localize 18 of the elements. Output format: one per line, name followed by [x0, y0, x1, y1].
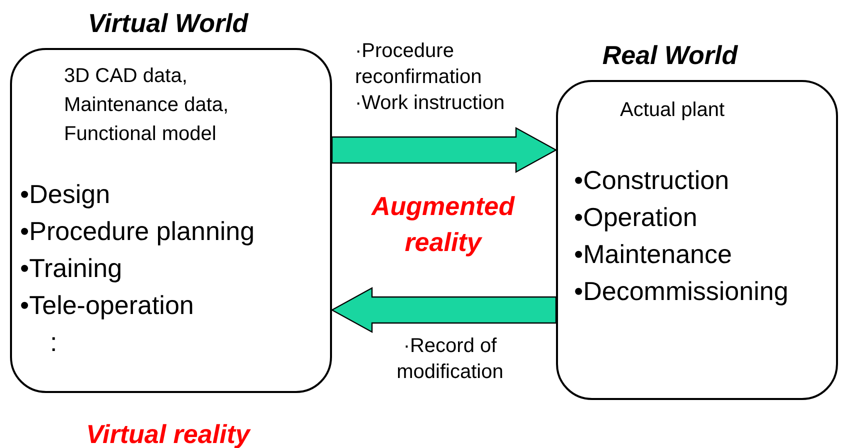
list-item: •Operation	[574, 201, 698, 234]
list-item: •Procedure planning	[20, 215, 255, 248]
list-item: •Design	[20, 178, 112, 211]
description: 3D CAD data, Maintenance data, Functional model	[64, 64, 230, 147]
list-item: •Construction	[574, 164, 730, 197]
rounded-box	[10, 48, 332, 393]
rounded-box	[556, 80, 838, 400]
list-item: •Maintenance	[574, 238, 733, 271]
list-item: •Decommissioning	[574, 275, 788, 308]
list-item: :	[49, 326, 58, 359]
list-item: •Tele-operation	[20, 289, 195, 322]
list-item: •Training	[20, 252, 124, 285]
description: Actual plant	[620, 98, 726, 123]
label: Augmented reality	[370, 190, 516, 259]
block-arrow	[331, 126, 558, 174]
block-arrow	[330, 286, 557, 334]
heading: Real World	[602, 39, 738, 72]
heading: Virtual World	[88, 7, 248, 40]
